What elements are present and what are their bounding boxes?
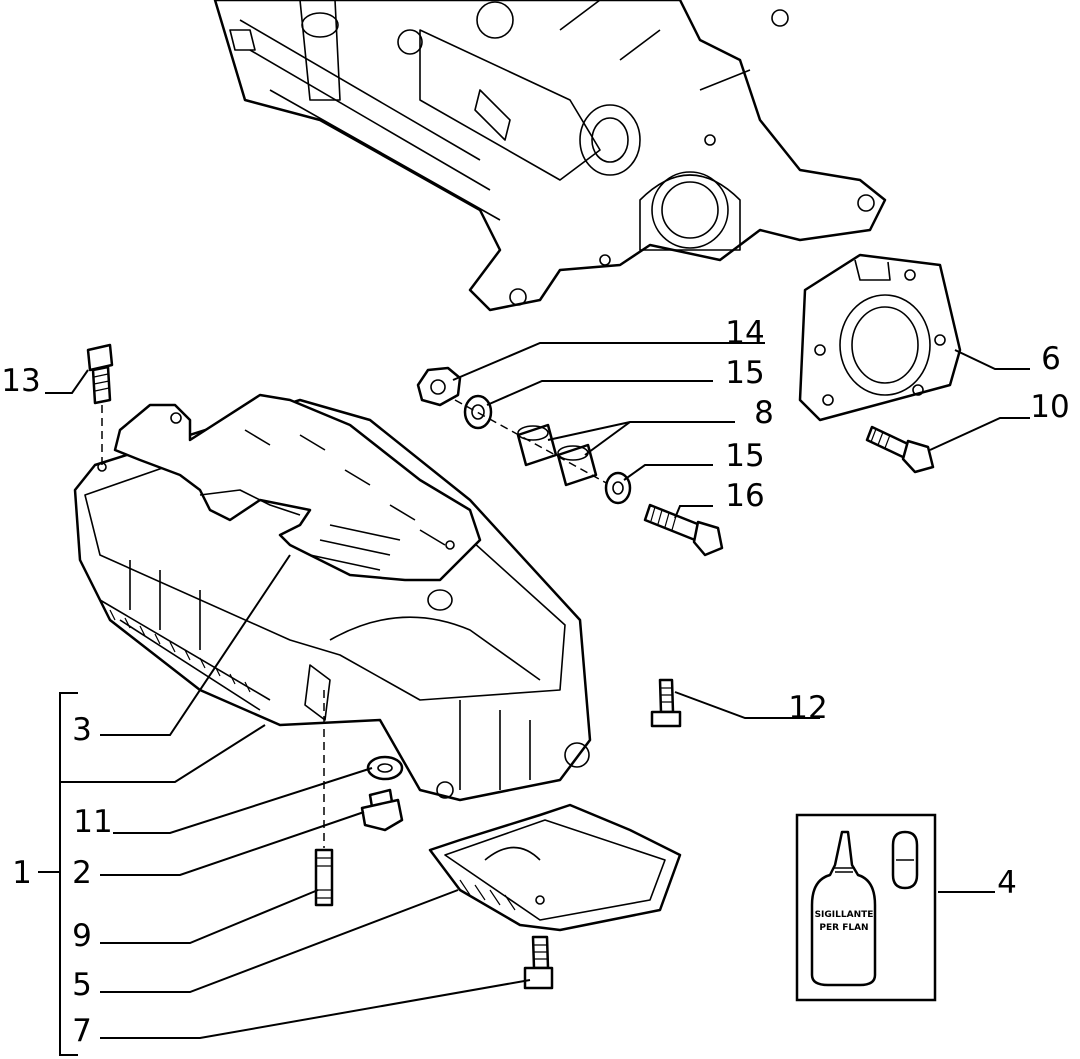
label-3: 3: [72, 712, 92, 748]
label-9: 9: [72, 918, 92, 954]
label-16: 16: [725, 478, 764, 514]
label-5: 5: [72, 967, 92, 1003]
sump-cover-5: [428, 803, 682, 932]
sealant-kit-4: SIGILLANTE PER FLAN: [795, 813, 937, 1002]
label-1: 1: [12, 855, 32, 891]
engine-block: [213, 0, 887, 312]
bolt-13: [86, 343, 114, 405]
label-11: 11: [73, 804, 112, 840]
bolt-12: [650, 678, 682, 728]
leader-lines: [38, 342, 1030, 1056]
stud-axis-dashed: [454, 399, 611, 486]
label-7: 7: [72, 1013, 92, 1049]
label-15b: 15: [725, 438, 764, 474]
sealant-bottle: [810, 830, 877, 987]
label-2: 2: [72, 855, 92, 891]
baffle-plate-3: [113, 393, 482, 582]
label-12: 12: [788, 690, 827, 726]
stud-9: [314, 848, 334, 907]
label-14: 14: [725, 315, 764, 351]
drain-plug-2: [360, 788, 404, 832]
label-13: 13: [1, 363, 40, 399]
callout-labels: 1 2 3 4 5 6 7 8 9 10 11 12 13 14 15 15 1…: [1, 315, 1069, 1049]
label-15a: 15: [725, 355, 764, 391]
seal-carrier-6: [798, 253, 962, 422]
washer-11: [366, 755, 404, 781]
washer-15-lower: [604, 471, 632, 505]
label-6: 6: [1041, 341, 1061, 377]
label-8: 8: [754, 395, 774, 431]
label-4: 4: [997, 865, 1017, 901]
bolt-10: [865, 425, 935, 474]
sealant-label-line2: PER FLAN: [819, 923, 868, 933]
nut-14: [416, 366, 462, 407]
washer-15-upper: [463, 394, 493, 430]
bolt-16: [643, 503, 724, 557]
sealant-label-line1: SIGILLANTE: [815, 910, 874, 920]
label-10: 10: [1030, 389, 1069, 425]
